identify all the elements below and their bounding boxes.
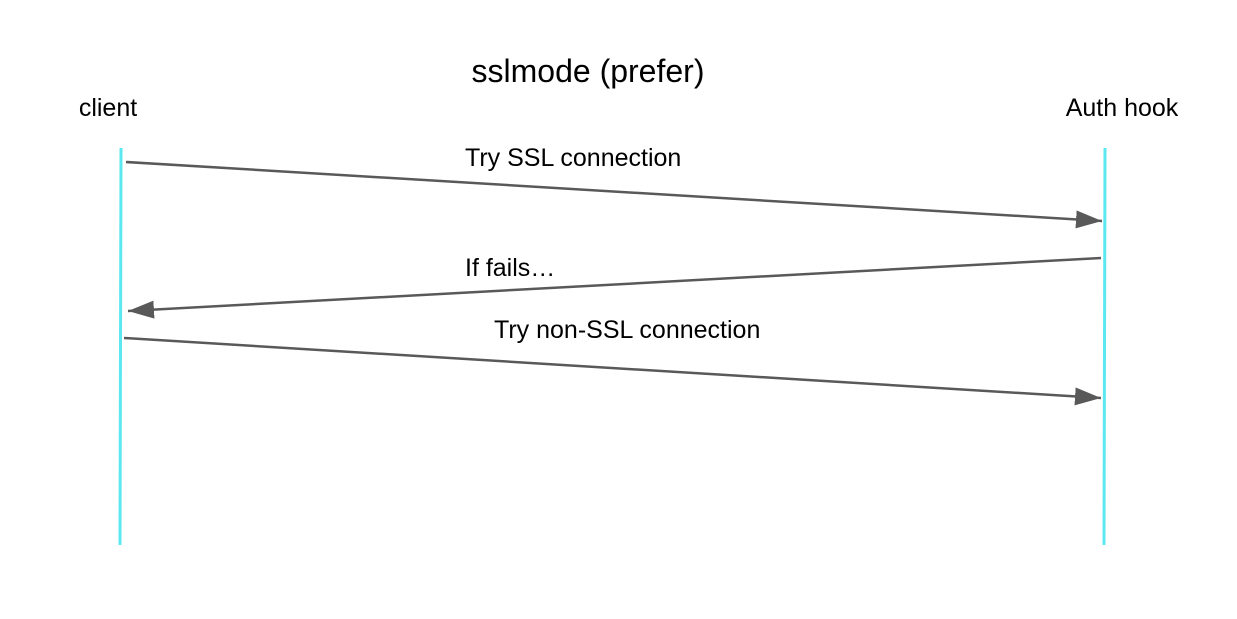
message-arrow-try-non-ssl — [123, 336, 1102, 406]
auth-hook-lifeline — [1102, 147, 1107, 546]
message-label-try-non-ssl: Try non-SSL connection — [494, 316, 760, 344]
message-arrow-try-ssl — [125, 160, 1103, 229]
actor-client-label: client — [79, 94, 137, 122]
message-label-try-ssl: Try SSL connection — [465, 144, 681, 172]
message-arrow-if-fails — [127, 256, 1102, 319]
message-label-if-fails: If fails… — [465, 254, 555, 282]
client-lifeline — [118, 147, 123, 546]
diagram-title: sslmode (prefer) — [472, 53, 705, 89]
actor-auth-hook-label: Auth hook — [1066, 94, 1179, 122]
